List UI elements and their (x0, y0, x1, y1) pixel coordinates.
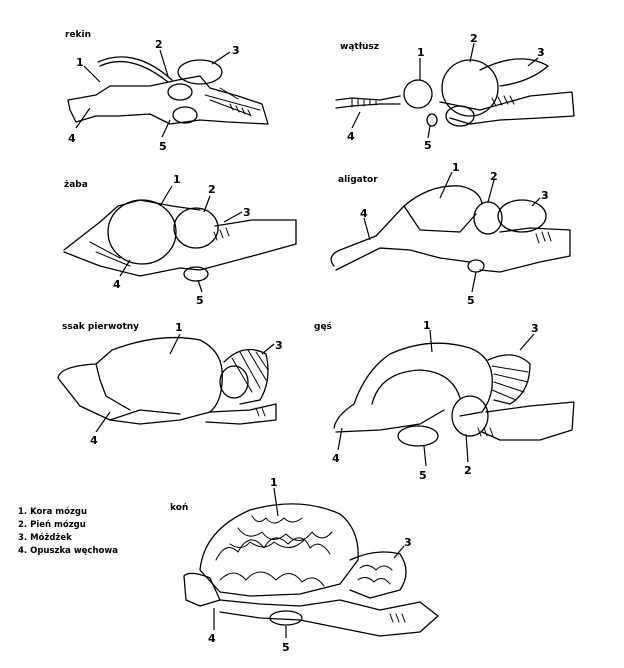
label-1-aligator: 1 (452, 161, 460, 174)
label-1-zaba: 1 (173, 173, 181, 186)
label-2-aligator: 2 (490, 170, 498, 183)
legend: 1. Kora mózgu 2. Pień mózgu 3. Móżdżek 4… (18, 506, 118, 558)
panel-ssak: ssak pierwotny 1 3 4 (57, 321, 283, 447)
label-5-kon: 5 (282, 641, 290, 654)
title-zaba: żaba (64, 180, 88, 190)
brain-ges (333, 342, 575, 447)
brain-ssak (57, 336, 277, 425)
label-4-ssak: 4 (90, 434, 98, 447)
label-1-kon: 1 (270, 476, 278, 489)
label-5-rekin: 5 (159, 140, 167, 153)
panel-ges: gęś 1 3 4 5 2 (314, 319, 575, 482)
label-4-ges: 4 (332, 452, 340, 465)
brain-watlusz (335, 58, 575, 127)
label-2-ges: 2 (464, 464, 472, 477)
label-1-ges: 1 (423, 319, 431, 332)
label-4-watlusz: 4 (347, 130, 355, 143)
label-4-zaba: 4 (113, 278, 121, 291)
label-3-aligator: 3 (541, 189, 549, 202)
legend-item-1: 1. Kora mózgu (18, 507, 88, 517)
title-rekin: rekin (65, 30, 91, 40)
brain-aligator (330, 185, 571, 273)
panel-zaba: żaba 1 2 3 4 5 (63, 173, 297, 307)
title-kon: koń (170, 503, 188, 513)
label-5-watlusz: 5 (424, 139, 432, 152)
panel-rekin: rekin 1 2 3 4 5 (65, 30, 269, 153)
label-3-watlusz: 3 (537, 46, 545, 59)
label-3-ges: 3 (531, 322, 539, 335)
title-watlusz: wątłusz (340, 42, 379, 52)
legend-item-3: 3. Móżdżek (18, 533, 72, 543)
label-4-rekin: 4 (68, 132, 76, 145)
label-3-ssak: 3 (275, 339, 283, 352)
label-3-zaba: 3 (243, 206, 251, 219)
label-5-aligator: 5 (467, 294, 475, 307)
label-3-kon: 3 (404, 536, 412, 549)
title-ssak: ssak pierwotny (62, 322, 139, 332)
brain-rekin (67, 56, 269, 125)
label-3-rekin: 3 (232, 44, 240, 57)
label-1-watlusz: 1 (417, 46, 425, 59)
brain-zaba (63, 199, 297, 282)
label-4-aligator: 4 (360, 207, 368, 220)
label-4-kon: 4 (208, 632, 216, 645)
label-2-watlusz: 2 (470, 32, 478, 45)
panel-kon: koń 1 3 4 5 (170, 476, 439, 654)
label-2-zaba: 2 (208, 183, 216, 196)
brain-kon (183, 503, 439, 637)
panel-aligator: aligator 1 2 3 4 5 (330, 161, 571, 307)
label-1-ssak: 1 (175, 321, 183, 334)
title-aligator: aligator (338, 175, 378, 185)
label-1-rekin: 1 (76, 56, 84, 69)
legend-item-4: 4. Opuszka węchowa (18, 546, 118, 556)
panel-watlusz: wątłusz 1 2 3 4 5 (335, 32, 575, 152)
legend-item-2: 2. Pień mózgu (18, 520, 86, 530)
title-ges: gęś (314, 321, 332, 332)
label-5-ges: 5 (419, 469, 427, 482)
label-5-zaba: 5 (196, 294, 204, 307)
label-2-rekin: 2 (155, 38, 163, 51)
